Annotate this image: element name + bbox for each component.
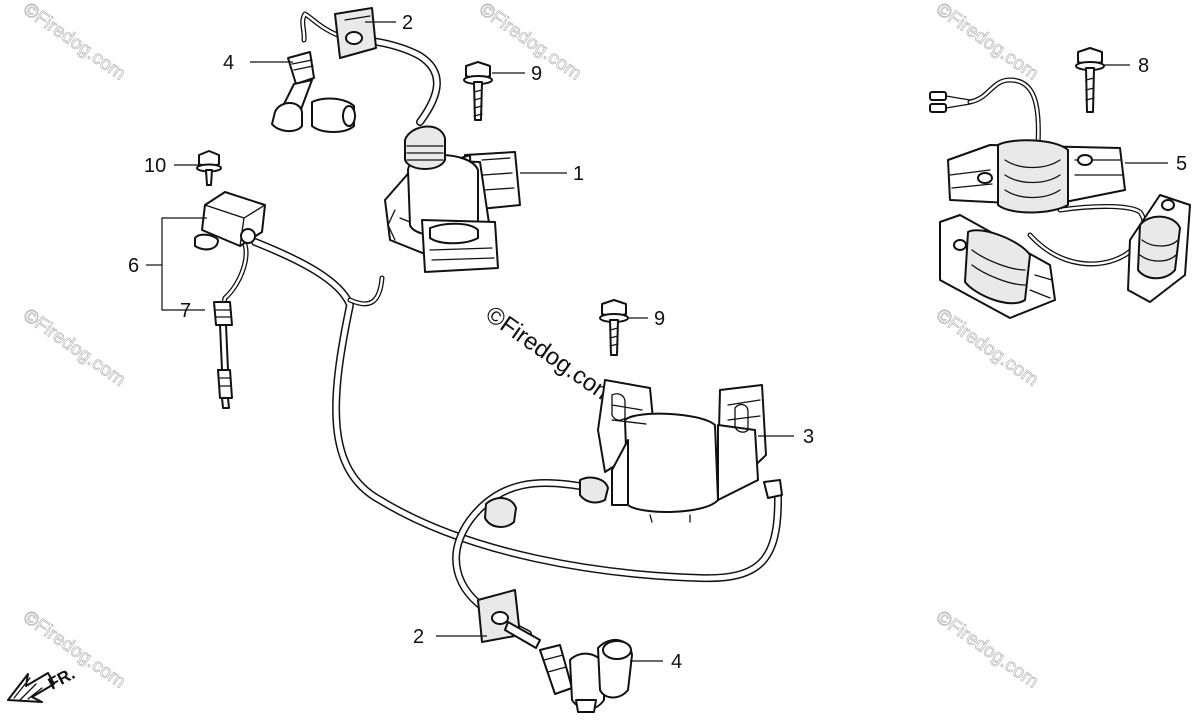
callout-leaders: [146, 21, 1168, 662]
flange-bolt-icon: [463, 61, 493, 121]
watermark-text: ©Firedog.com: [932, 607, 1042, 693]
arrow-front-icon: [7, 672, 55, 703]
callout-7: 7: [180, 300, 191, 322]
watermark-text: ©Firedog.com: [19, 305, 129, 391]
callout-10: 10: [144, 155, 166, 177]
flange-bolt-icon: [599, 299, 629, 356]
watermark-center: ©Firedog.com: [481, 301, 620, 410]
watermark-text: ©Firedog.com: [932, 0, 1042, 85]
stop-switch-icon: [194, 191, 266, 251]
callout-2-top: 2: [402, 12, 413, 34]
wire-terminal-icon: [213, 301, 233, 409]
callout-3: 3: [803, 426, 814, 448]
ignition-coil-icon: [384, 125, 521, 273]
callout-labels: 1 2 2 3 4 4 5 6 7 8 9 9 10: [128, 12, 1187, 673]
watermark-text: ©Firedog.com: [932, 305, 1042, 391]
spark-plug-cap-icon: [271, 51, 356, 133]
flange-bolt-icon: [1075, 47, 1105, 113]
callout-1: 1: [573, 163, 584, 185]
callout-2-bottom: 2: [413, 626, 424, 648]
flange-bolt-icon: [196, 150, 222, 186]
callout-5: 5: [1176, 153, 1187, 175]
ignition-coil-icon: [579, 379, 783, 523]
watermark-text: ©Firedog.com: [19, 0, 129, 85]
callout-9-top: 9: [531, 63, 542, 85]
callout-8: 8: [1138, 55, 1149, 77]
callout-4-bottom: 4: [671, 651, 682, 673]
wiring: [219, 11, 1147, 638]
callout-9-mid: 9: [654, 308, 665, 330]
callout-6: 6: [128, 255, 139, 277]
rubber-grommet-icon: [477, 497, 541, 649]
callout-4-top: 4: [223, 52, 234, 74]
rubber-grommet-icon: [334, 7, 377, 59]
charge-coil-stator-icon: [929, 91, 1191, 319]
spark-plug-cap-icon: [539, 639, 633, 713]
direction-label: FR.: [45, 664, 78, 694]
